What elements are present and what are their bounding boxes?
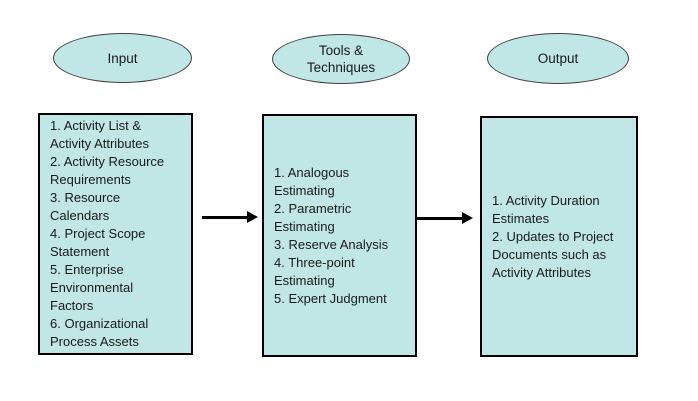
tools-techniques-list-line: Estimating xyxy=(274,272,335,288)
tools-techniques-list-line: 1. Analogous xyxy=(274,164,350,180)
input-list-box: 1. Activity List & Activity Attributes 2. … xyxy=(38,113,193,355)
input-list-line: 1. Activity List & xyxy=(50,118,142,133)
tools-techniques-list-line: Estimating xyxy=(274,218,335,234)
input-list-line: Environmental xyxy=(50,280,134,295)
input-list-line: Requirements xyxy=(50,172,131,187)
input-list-line: Calendars xyxy=(50,208,110,223)
input-header-label: Input xyxy=(107,50,138,66)
output-header-ellipse: Output xyxy=(487,33,629,84)
arrow-head-icon xyxy=(462,212,473,224)
tools-techniques-list-line: Estimating xyxy=(274,182,335,198)
output-list-line: 2. Updates to Project xyxy=(492,228,614,244)
input-list-line: 5. Enterprise xyxy=(50,262,124,277)
arrow-tools-to-output-icon xyxy=(417,212,473,225)
input-list-line: 2. Activity Resource xyxy=(50,154,165,169)
output-list-line: 1. Activity Duration xyxy=(492,192,600,208)
input-list-line: Statement xyxy=(50,244,110,259)
output-list-line: Estimates xyxy=(492,210,550,226)
input-list-line: 3. Resource xyxy=(50,190,121,205)
tools-techniques-list-line: 2. Parametric xyxy=(274,200,352,216)
tools-techniques-header-ellipse: Tools & Techniques xyxy=(272,34,410,84)
input-list-line: Factors xyxy=(50,298,94,313)
tools-techniques-header-label: Tools & xyxy=(318,43,364,58)
input-list-line: 6. Organizational xyxy=(50,316,149,331)
input-header-ellipse: Input xyxy=(53,33,192,83)
output-list-line: Activity Attributes xyxy=(492,264,591,280)
input-list-line: Process Assets xyxy=(50,334,139,349)
input-list-line: Activity Attributes xyxy=(50,136,149,151)
arrow-shaft xyxy=(417,217,463,220)
output-header-label: Output xyxy=(537,51,579,66)
input-list-line: 4. Project Scope xyxy=(50,226,146,241)
arrow-shaft xyxy=(202,216,248,219)
tools-techniques-list-line: 4. Three-point xyxy=(274,254,355,270)
arrow-head-icon xyxy=(247,211,258,223)
arrow-input-to-tools-icon xyxy=(202,211,258,224)
tools-techniques-list-line: 3. Reserve Analysis xyxy=(274,236,389,252)
output-list-line: Documents such as xyxy=(492,246,607,262)
tools-techniques-header-label: Techniques xyxy=(306,60,376,75)
tools-techniques-list-line: 5. Expert Judgment xyxy=(274,290,387,306)
